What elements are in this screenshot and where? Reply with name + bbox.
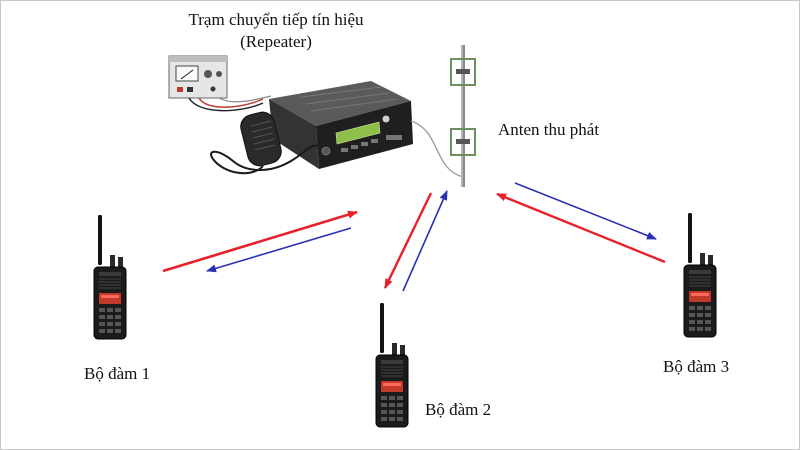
uplink-arrow-radio1 (162, 210, 358, 273)
radio-1-label: Bộ đàm 1 (84, 364, 151, 383)
radio-2-label: Bộ đàm 2 (425, 400, 492, 419)
power-supply-icon (168, 55, 228, 99)
microphone-icon (210, 111, 320, 175)
coax-cable (410, 120, 464, 178)
uplink-arrow-radio3 (496, 192, 666, 264)
downlink-arrow-radio3 (514, 182, 657, 240)
repeater-radio-icon (269, 81, 413, 169)
antenna-icon (450, 45, 476, 187)
radio-3-label: Bộ đàm 3 (663, 357, 730, 376)
handheld-radio-3-icon (683, 212, 717, 338)
handheld-radio-1-icon (93, 214, 127, 340)
repeater-label: Trạm chuyển tiếp tín hiệu (Repeater) (188, 10, 364, 51)
antenna-label: Anten thu phát (498, 120, 600, 139)
handheld-radio-2-icon (375, 302, 409, 428)
downlink-arrow-radio1 (206, 227, 352, 273)
downlink-arrow-radio2 (383, 192, 433, 289)
power-cables (188, 95, 272, 112)
uplink-arrow-radio2 (402, 190, 448, 292)
